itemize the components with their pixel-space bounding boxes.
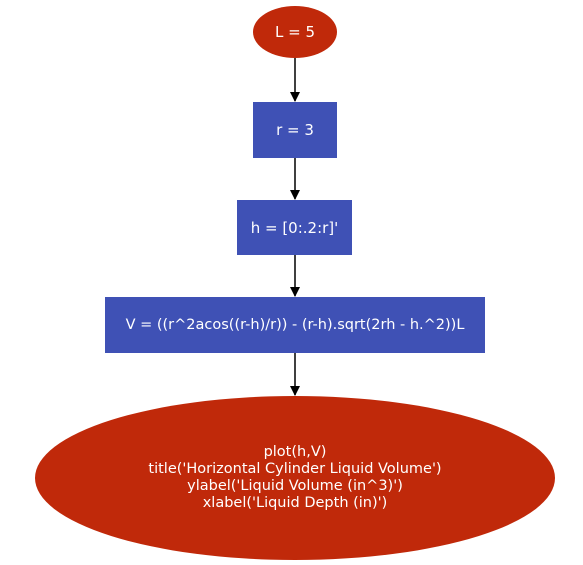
- assign-h-node: h = [0:.2:r]': [237, 200, 352, 255]
- compute-v-label: V = ((r^2acos((r-h)/r)) - (r-h).sqrt(2rh…: [125, 317, 465, 333]
- start-node-label: L = 5: [274, 23, 315, 41]
- compute-v-node: V = ((r^2acos((r-h)/r)) - (r-h).sqrt(2rh…: [105, 297, 485, 353]
- assign-h-label: h = [0:.2:r]': [250, 218, 339, 237]
- assign-r-node: r = 3: [253, 102, 337, 158]
- plot-line-1: plot(h,V): [263, 444, 327, 460]
- start-node: L = 5: [253, 6, 337, 58]
- plot-line-3: ylabel('Liquid Volume (in^3)'): [187, 478, 403, 494]
- plot-line-2: title('Horizontal Cylinder Liquid Volume…: [148, 461, 442, 477]
- assign-r-label: r = 3: [276, 121, 314, 139]
- plot-node: plot(h,V) title('Horizontal Cylinder Liq…: [35, 396, 555, 560]
- plot-line-4: xlabel('Liquid Depth (in)'): [202, 495, 388, 511]
